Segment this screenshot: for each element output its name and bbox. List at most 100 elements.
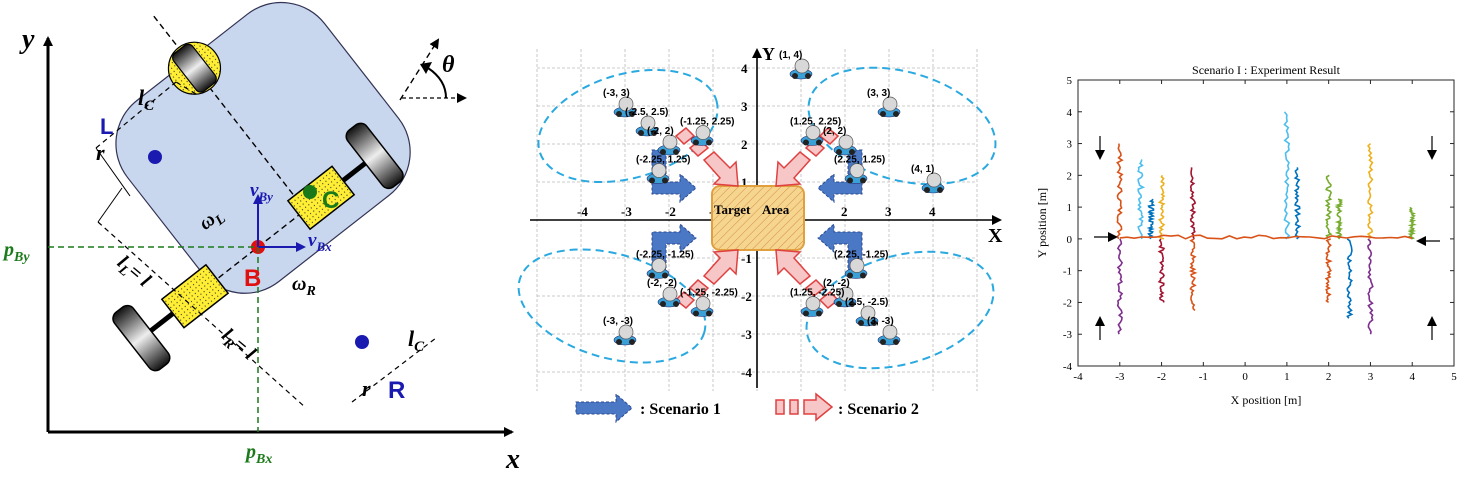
chart-y-tick: 0 bbox=[1067, 234, 1073, 246]
chart-y-tick: -3 bbox=[1063, 329, 1073, 341]
left-wheel bbox=[112, 304, 171, 372]
robot-icon bbox=[635, 115, 659, 137]
legend-scenario2-label: : Scenario 2 bbox=[838, 401, 919, 418]
chart-x-tick: 3 bbox=[1368, 371, 1374, 383]
scenario-legend: : Scenario 1 : Scenario 2 bbox=[575, 392, 919, 424]
robot-icon bbox=[690, 125, 714, 146]
robot-icon bbox=[646, 163, 670, 184]
waypoint-label: (-2, -2) bbox=[647, 278, 677, 289]
v-bx-label: vBx bbox=[308, 230, 332, 254]
ellipse-q2 bbox=[537, 68, 719, 184]
chart-x-tick: 2 bbox=[1326, 371, 1332, 383]
scenario1-arrow-q2 bbox=[651, 149, 697, 204]
chart-title: Scenario I : Experiment Result bbox=[1192, 63, 1341, 77]
chart-x-tick: 5 bbox=[1451, 371, 1457, 383]
right-wheel-label: R bbox=[388, 377, 405, 404]
waypoint-label: (2.25, 1.25) bbox=[834, 155, 885, 166]
robot-icon bbox=[921, 172, 945, 194]
chart-x-tick: -2 bbox=[1157, 371, 1166, 383]
scenario-x-tick: -4 bbox=[577, 204, 588, 219]
chart-x-tick: -1 bbox=[1199, 371, 1208, 383]
robot-icon bbox=[833, 286, 857, 308]
trajectory-line bbox=[1324, 238, 1333, 304]
v-by-label: vBy bbox=[250, 180, 273, 204]
scenario-x-tick: -2 bbox=[665, 204, 676, 219]
waypoint-label: (-2.25, 1.25) bbox=[636, 155, 690, 166]
robot bbox=[112, 1, 411, 372]
waypoint-label: (2, 2) bbox=[823, 126, 846, 137]
left-motor bbox=[160, 263, 230, 329]
chart-y-tick: 3 bbox=[1067, 139, 1073, 151]
waypoint-label: (-3, 3) bbox=[603, 88, 630, 99]
chart-y-tick: -2 bbox=[1063, 297, 1072, 309]
trajectory-line bbox=[1283, 111, 1291, 240]
robot-icon bbox=[613, 96, 637, 118]
chart-y-tick: 2 bbox=[1067, 170, 1073, 182]
direction-arrows bbox=[1094, 136, 1440, 340]
ellipse-q3 bbox=[517, 248, 707, 364]
trajectory-line bbox=[1146, 198, 1156, 240]
waypoint-label: (1.25, 2.25) bbox=[790, 117, 841, 128]
scenario-x-tick: -3 bbox=[621, 204, 632, 219]
right-wheel bbox=[345, 122, 404, 190]
waypoint-label: (3, -3) bbox=[867, 316, 894, 327]
chart-y-tick: 4 bbox=[1067, 107, 1073, 119]
chart-x-tick: -3 bbox=[1115, 371, 1125, 383]
trajectory-line bbox=[1157, 238, 1166, 303]
trajectory-line bbox=[1293, 167, 1302, 240]
trajectory-line bbox=[1324, 174, 1333, 240]
scenario2-arrow-q3 bbox=[674, 249, 739, 310]
robot-icon bbox=[800, 125, 824, 146]
robot-icon bbox=[844, 258, 868, 279]
chart-x-tick: 1 bbox=[1284, 371, 1290, 383]
chart-xlabel: X position [m] bbox=[1231, 393, 1302, 407]
omega-r-label: ωR bbox=[292, 273, 316, 299]
trajectory-line bbox=[1366, 143, 1374, 240]
trajectory-line bbox=[1119, 234, 1413, 240]
waypoint-label: (2.5, -2.5) bbox=[845, 297, 888, 308]
lc-bottom-label: lC bbox=[408, 326, 425, 355]
robot-icon bbox=[877, 324, 901, 346]
scenario1-arrow-q1 bbox=[817, 149, 863, 204]
robot-icon bbox=[833, 134, 857, 156]
trajectory-line bbox=[1407, 207, 1417, 240]
chart-y-tick: -1 bbox=[1063, 266, 1072, 278]
chart-y-tick: 1 bbox=[1067, 202, 1073, 214]
waypoint-label: (1, 4) bbox=[779, 50, 802, 61]
robot-icon bbox=[613, 324, 637, 346]
experiment-result-chart: Scenario I : Experiment Result -4 -3 -2 -1 0… bbox=[1035, 63, 1457, 407]
trajectory-line bbox=[1157, 174, 1166, 240]
x-axis-label: x bbox=[505, 444, 520, 475]
target-label-1: Target bbox=[714, 202, 751, 217]
y-axis-label: y bbox=[19, 24, 35, 55]
trajectory-line bbox=[1367, 238, 1374, 335]
chart-y-tick: -4 bbox=[1063, 361, 1073, 373]
chart-ylabel: Y position [m] bbox=[1035, 188, 1049, 258]
target-area bbox=[711, 185, 805, 251]
robot-icon bbox=[789, 58, 813, 80]
trajectory-line bbox=[1116, 143, 1124, 240]
target-label-2: Area bbox=[762, 202, 790, 217]
waypoint-label: (-2, 2) bbox=[647, 126, 674, 137]
robot-icon bbox=[657, 134, 681, 156]
robot-icon bbox=[877, 96, 901, 118]
waypoint-label: (-1.25, -2.25) bbox=[680, 288, 738, 299]
trajectory-line bbox=[1334, 198, 1344, 240]
p-by-label: pBy bbox=[2, 239, 30, 265]
scenario-y-label: Y bbox=[762, 44, 775, 64]
legend-scenario1-label: : Scenario 1 bbox=[640, 401, 721, 418]
trajectory-line bbox=[1188, 238, 1198, 311]
waypoint-label: (-2.25, -1.25) bbox=[636, 250, 694, 261]
legend-scenario1-arrow bbox=[575, 392, 633, 424]
left-wheel-label: L bbox=[100, 114, 113, 139]
r-right-label: r bbox=[362, 376, 371, 401]
waypoint-label: (-1.25, 2.25) bbox=[680, 117, 734, 128]
waypoint-label: (4, 1) bbox=[911, 164, 934, 175]
robot-icon bbox=[800, 296, 824, 317]
scenario-y-tick: -2 bbox=[741, 289, 752, 304]
trajectory-line bbox=[1137, 159, 1146, 240]
robot-icon bbox=[855, 305, 879, 327]
ellipse-q4 bbox=[805, 250, 995, 370]
